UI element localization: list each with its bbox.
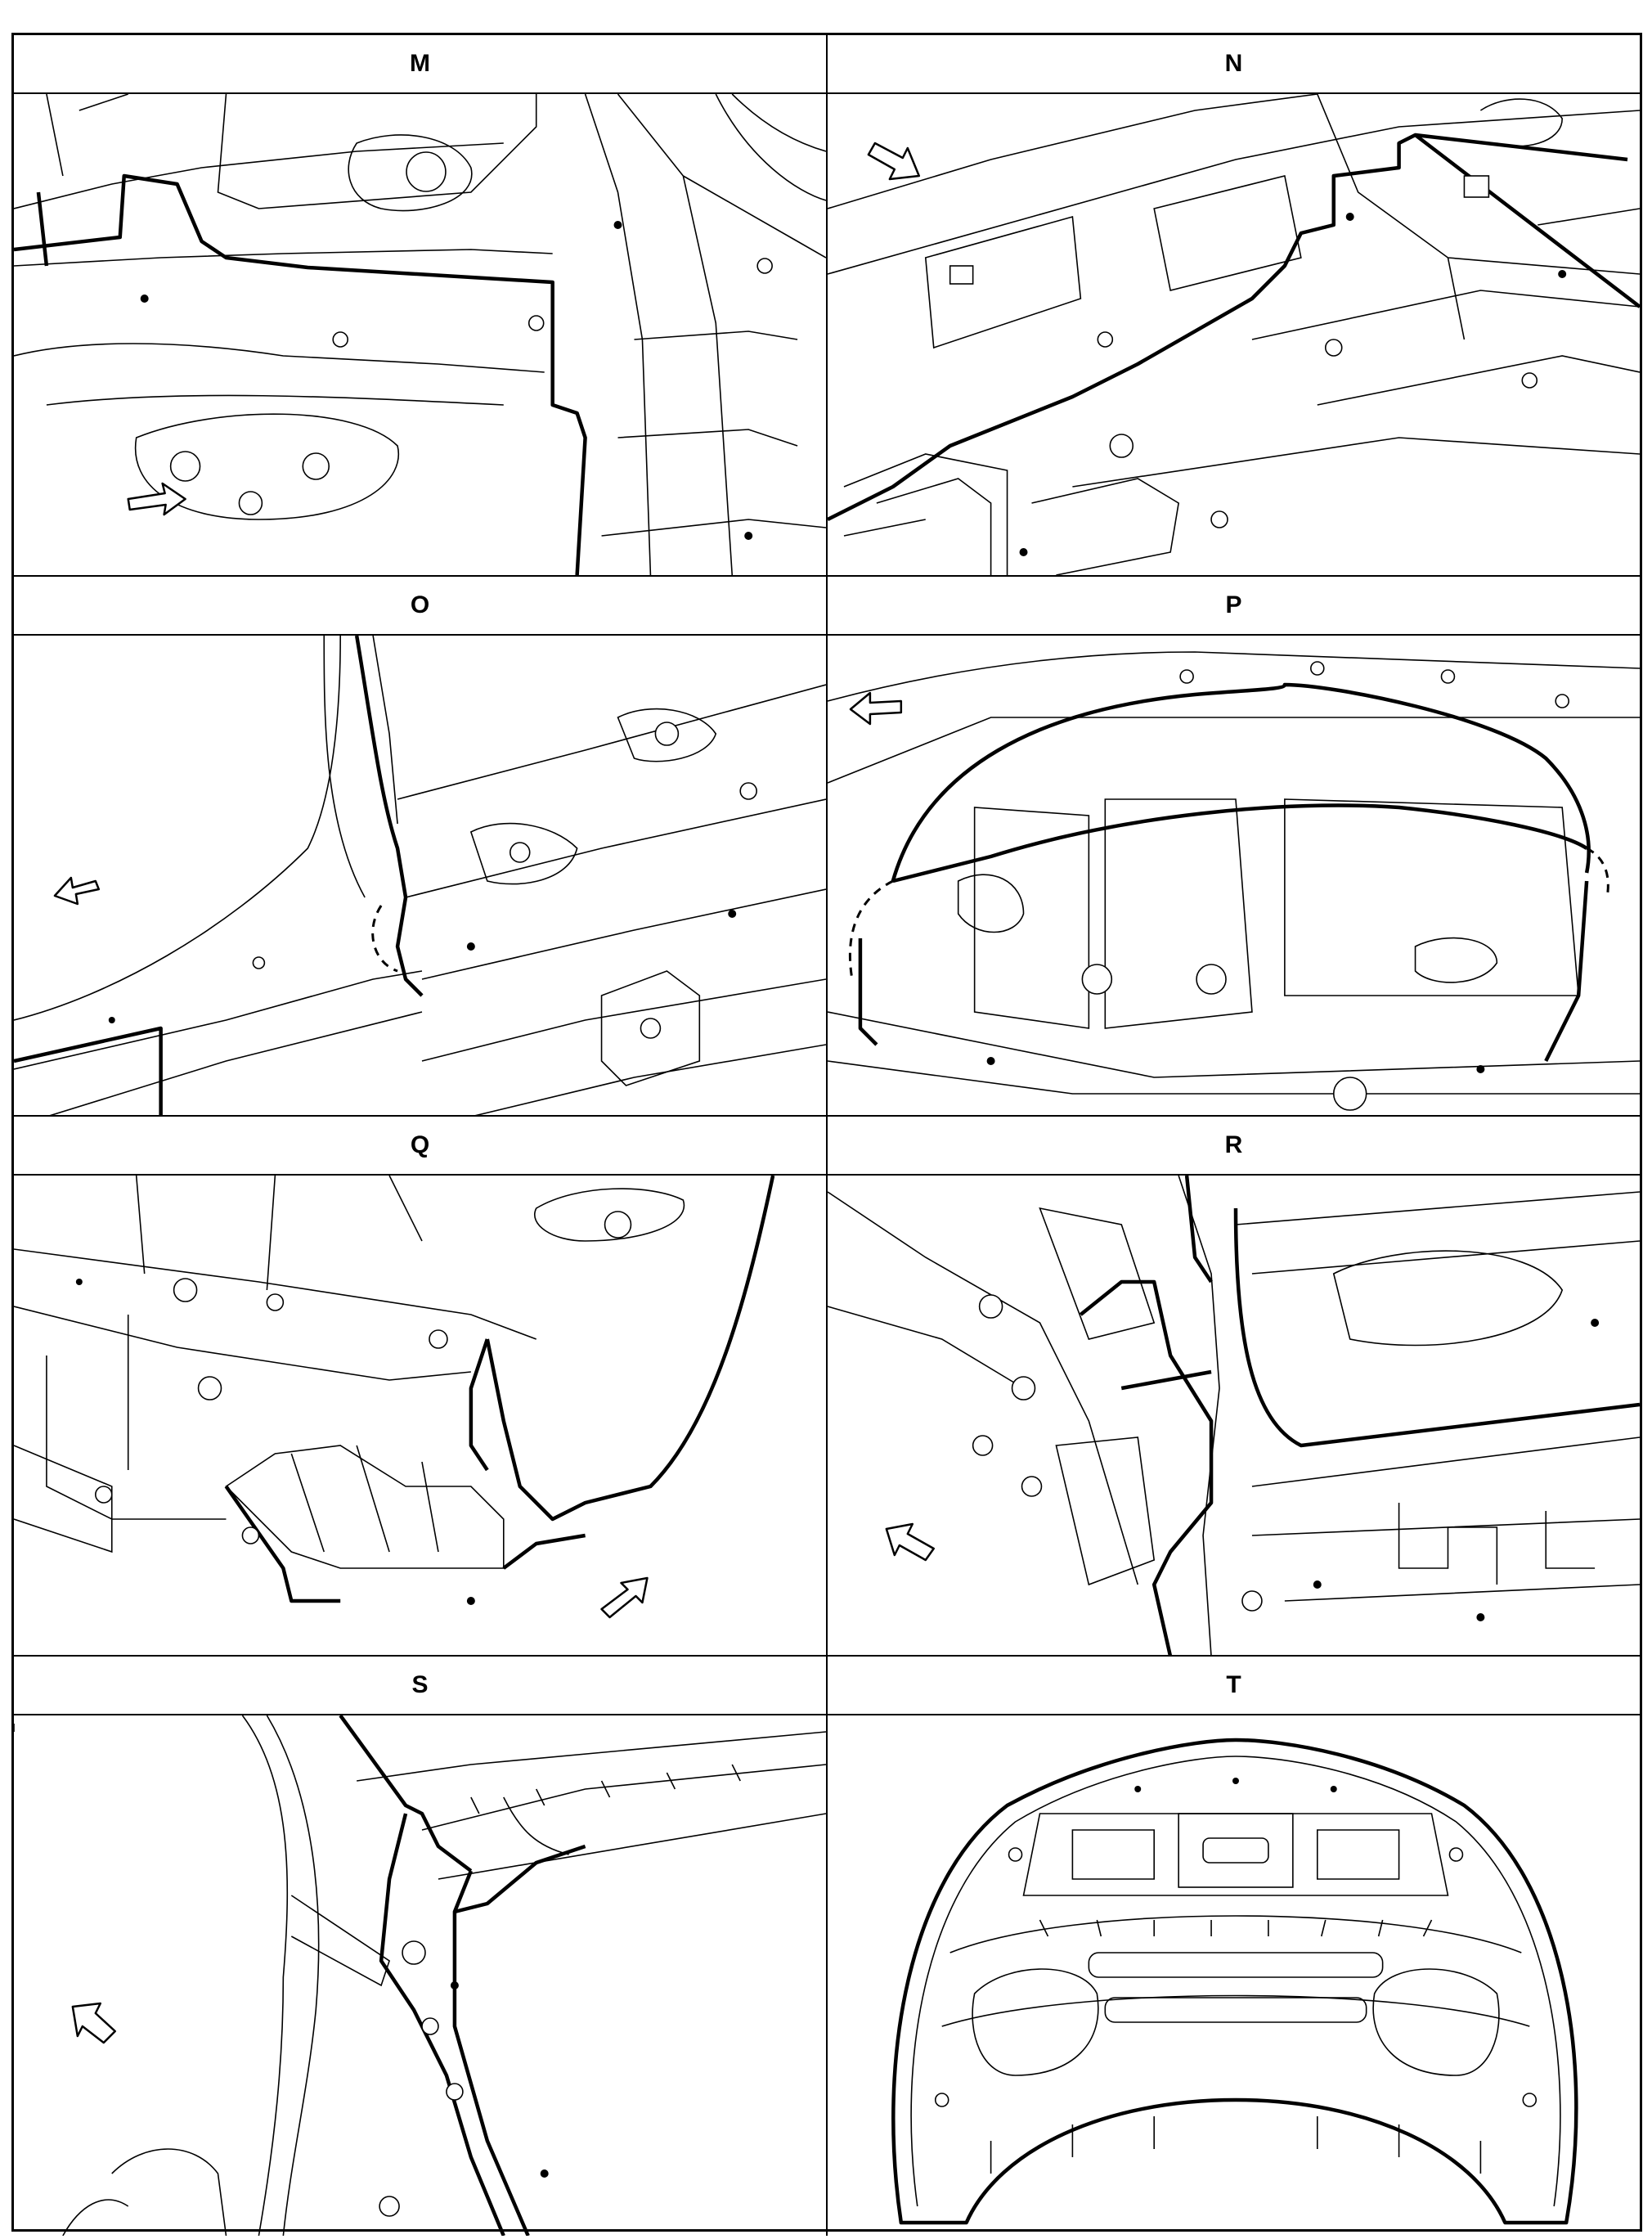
panel-s: S — [14, 1657, 827, 2236]
panel-label: S — [14, 1657, 826, 1715]
diagram-sheet: M — [11, 33, 1642, 2236]
panel-q: Q — [14, 1117, 827, 1657]
panel-o: O — [14, 577, 827, 1117]
hood-inner-panel-drawing — [891, 1738, 1578, 2225]
panel-illustration — [828, 94, 1640, 575]
panel-illustration — [828, 636, 1640, 1117]
row-4: S — [14, 1655, 1640, 2236]
panel-p: P — [827, 577, 1640, 1117]
panel-m: M — [14, 35, 827, 575]
roof-pillar-drawing — [14, 1715, 826, 2236]
panel-illustration — [828, 1715, 1640, 2236]
panel-label: Q — [14, 1117, 826, 1176]
rear-pillar-trunk-drawing — [828, 1176, 1640, 1657]
panel-label: P — [828, 577, 1640, 636]
row-1: M — [14, 35, 1640, 575]
panel-illustration — [14, 1176, 826, 1657]
panel-illustration — [14, 1715, 826, 2236]
panel-illustration — [14, 636, 826, 1117]
panel-label: R — [828, 1117, 1640, 1176]
panel-label: O — [14, 577, 826, 636]
row-2: O — [14, 575, 1640, 1117]
panel-label: T — [828, 1657, 1640, 1715]
panel-r: R — [827, 1117, 1640, 1657]
panel-illustration — [14, 94, 826, 575]
sill-pillar-drawing — [14, 636, 826, 1117]
panel-label: M — [14, 35, 826, 94]
floor-panel-drawing — [14, 94, 826, 575]
panel-illustration — [828, 1176, 1640, 1657]
rear-floor-drawing — [828, 651, 1640, 1111]
panel-n: N — [827, 35, 1640, 575]
panel-label: N — [828, 35, 1640, 94]
row-3: Q — [14, 1115, 1640, 1657]
floor-side-drawing — [828, 94, 1640, 575]
rear-side-member-drawing — [14, 1176, 775, 1619]
panel-t: T — [827, 1657, 1640, 2236]
